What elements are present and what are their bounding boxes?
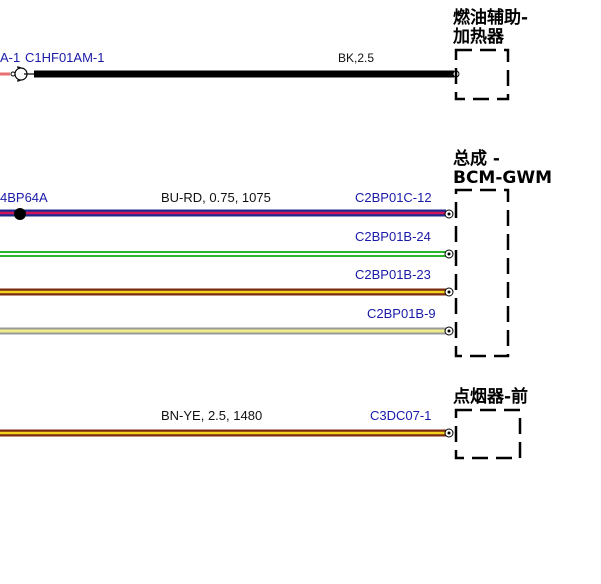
component-label-cig-lighter: 点烟器-前 bbox=[453, 386, 528, 407]
component-label-fuel-heater-line2: 加热器 bbox=[452, 26, 505, 47]
terminal-center bbox=[447, 431, 451, 435]
component-label-bcm-line1: 总成 - bbox=[453, 148, 500, 169]
wire-green[interactable] bbox=[0, 249, 454, 259]
wire-end-terminal bbox=[10, 71, 16, 77]
wire-bk[interactable] bbox=[0, 66, 460, 82]
terminal-center bbox=[447, 252, 451, 256]
wire-bn-ye[interactable] bbox=[0, 428, 454, 438]
component-box-bcm[interactable] bbox=[454, 188, 510, 358]
wire-bu-rd[interactable] bbox=[0, 208, 454, 220]
component-box-cig-lighter[interactable] bbox=[454, 408, 522, 460]
terminal-center bbox=[447, 329, 451, 333]
wire-spec-bk: BK,2.5 bbox=[338, 51, 374, 65]
connector-label-c2bp01b-24: C2BP01B-24 bbox=[355, 229, 431, 244]
splice-label: 4BP64A bbox=[0, 190, 48, 205]
component-label-bcm-line2: BCM-GWM bbox=[453, 168, 552, 188]
connector-label-c2bp01b-23: C2BP01B-23 bbox=[355, 267, 431, 282]
splice-dot[interactable] bbox=[14, 208, 26, 220]
wire-brown-yellow[interactable] bbox=[0, 287, 454, 297]
connector-label-c2bp01b-9: C2BP01B-9 bbox=[367, 306, 436, 321]
wire-spec-bn-ye: BN-YE, 2.5, 1480 bbox=[161, 408, 262, 423]
connector-label-c1hf01am-1: C1HF01AM-1 bbox=[25, 50, 104, 65]
connector-label-c2bp01c-12: C2BP01C-12 bbox=[355, 190, 432, 205]
wire-spec-bu-rd: BU-RD, 0.75, 1075 bbox=[161, 190, 271, 205]
wire-yellow-grey[interactable] bbox=[0, 326, 454, 336]
left-pin-label: A-1 bbox=[0, 50, 20, 65]
component-label-fuel-heater-line1: 燃油辅助- bbox=[453, 7, 528, 28]
connector-label-c3dc07-1: C3DC07-1 bbox=[370, 408, 431, 423]
terminal-center bbox=[447, 212, 451, 216]
terminal-center bbox=[447, 290, 451, 294]
component-box-fuel-heater[interactable] bbox=[454, 48, 510, 101]
